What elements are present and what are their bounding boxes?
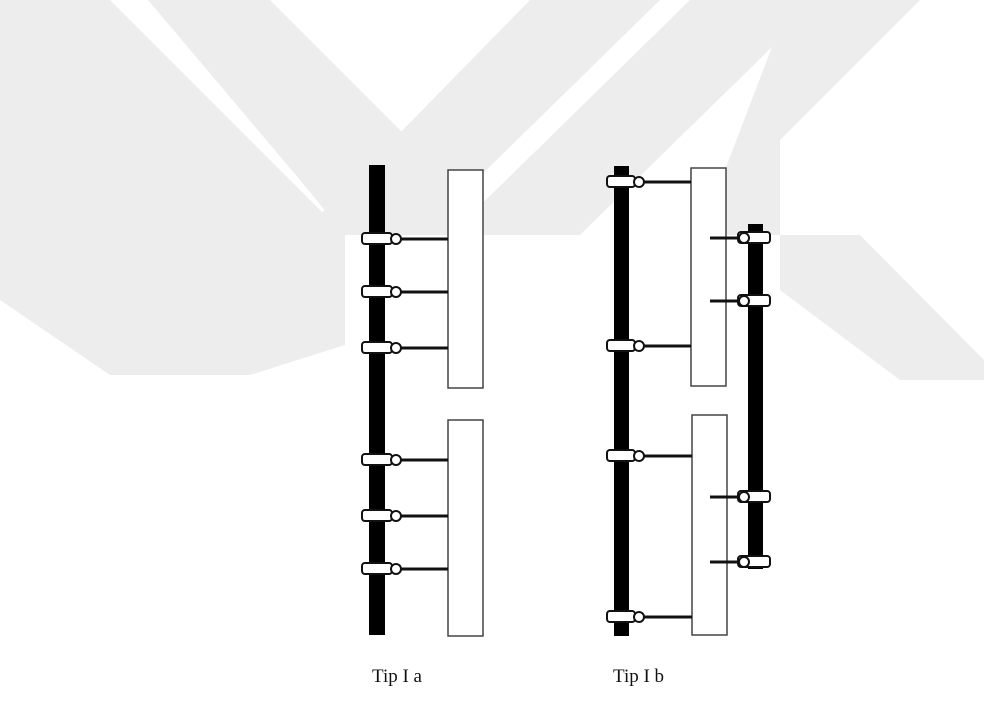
- type-b-left-connector: [606, 339, 691, 352]
- type-b-left-connector: [606, 610, 692, 623]
- type-b-right-connector: [710, 294, 771, 307]
- type-b-right-post: [748, 224, 763, 569]
- type-a-caption: Tip I a: [372, 666, 422, 687]
- type-b-caption: Tip I b: [613, 666, 665, 687]
- chevron-logo-watermark: [0, 0, 984, 380]
- type-a-connector: [361, 453, 448, 466]
- type-b-left-connector: [606, 449, 692, 462]
- type-b-right-connector: [710, 555, 771, 568]
- type-a-panel-lower: [447, 419, 484, 637]
- type-b-right-connector: [710, 231, 771, 244]
- type-a-connector: [361, 562, 448, 575]
- type-b-left-connector: [606, 175, 691, 188]
- type-a-connector: [361, 341, 448, 354]
- type-a-connector: [361, 285, 448, 298]
- type-a-connector: [361, 509, 448, 522]
- type-a-connector: [361, 232, 448, 245]
- type-b-assembly: [606, 166, 771, 636]
- type-b-panel-upper: [690, 167, 727, 387]
- type-a-panel-upper: [447, 169, 484, 389]
- type-a-assembly: [361, 165, 484, 637]
- type-b-panel-lower: [691, 414, 728, 636]
- type-b-right-connector: [710, 490, 771, 503]
- type-b-left-post: [614, 166, 629, 636]
